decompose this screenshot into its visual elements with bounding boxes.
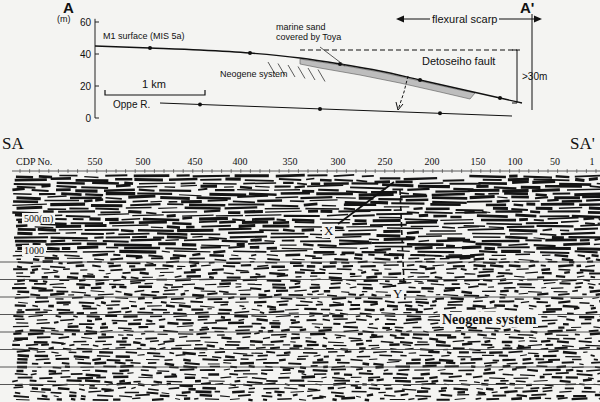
view-endpoint: A': [520, 0, 534, 17]
surface-label: M1 surface (MIS 5a): [103, 32, 185, 42]
section-endpoint: SA': [570, 135, 595, 154]
cdp-number: 350: [283, 156, 298, 167]
cdp-number: 1: [590, 156, 595, 167]
depth-label: 1000: [22, 245, 46, 256]
cdp-number: 50: [550, 156, 560, 167]
cdp-number: 300: [331, 156, 346, 167]
cdp-heading: CDP No.: [16, 156, 52, 167]
cdp-number: 500: [136, 156, 151, 167]
topographic-profile: [95, 14, 542, 118]
unit-label: Neogene system: [440, 312, 538, 327]
axis-unit: (m): [57, 15, 71, 25]
axis-tick: 40: [80, 49, 91, 60]
axis-tick: 0: [85, 113, 91, 124]
cdp-number: 200: [425, 156, 440, 167]
depth-label: 500(m): [22, 213, 55, 224]
axis-tick: 60: [80, 17, 91, 28]
river-label: Oppe R.: [113, 99, 150, 110]
section-endpoint: SA: [2, 135, 24, 154]
cdp-number: 100: [508, 156, 523, 167]
cdp-number: 400: [233, 156, 248, 167]
point-label: X: [322, 224, 335, 238]
unit-label: Neogene system: [220, 70, 288, 80]
point-label: Y: [391, 287, 404, 301]
seismic-section: [0, 169, 600, 400]
axis-tick: 20: [80, 81, 91, 92]
cdp-number: 450: [188, 156, 203, 167]
cdp-number: 150: [471, 156, 486, 167]
fault-label: Detoseiho fault: [420, 55, 497, 67]
scarp-label: flexural scarp: [430, 13, 499, 25]
cdp-number: 550: [88, 156, 103, 167]
offset-label: >30m: [522, 71, 547, 82]
scale-label: 1 km: [142, 78, 166, 90]
deposit-label: marine sand: [276, 23, 326, 33]
cdp-number: 250: [378, 156, 393, 167]
deposit-label: covered by Toya: [276, 33, 341, 43]
